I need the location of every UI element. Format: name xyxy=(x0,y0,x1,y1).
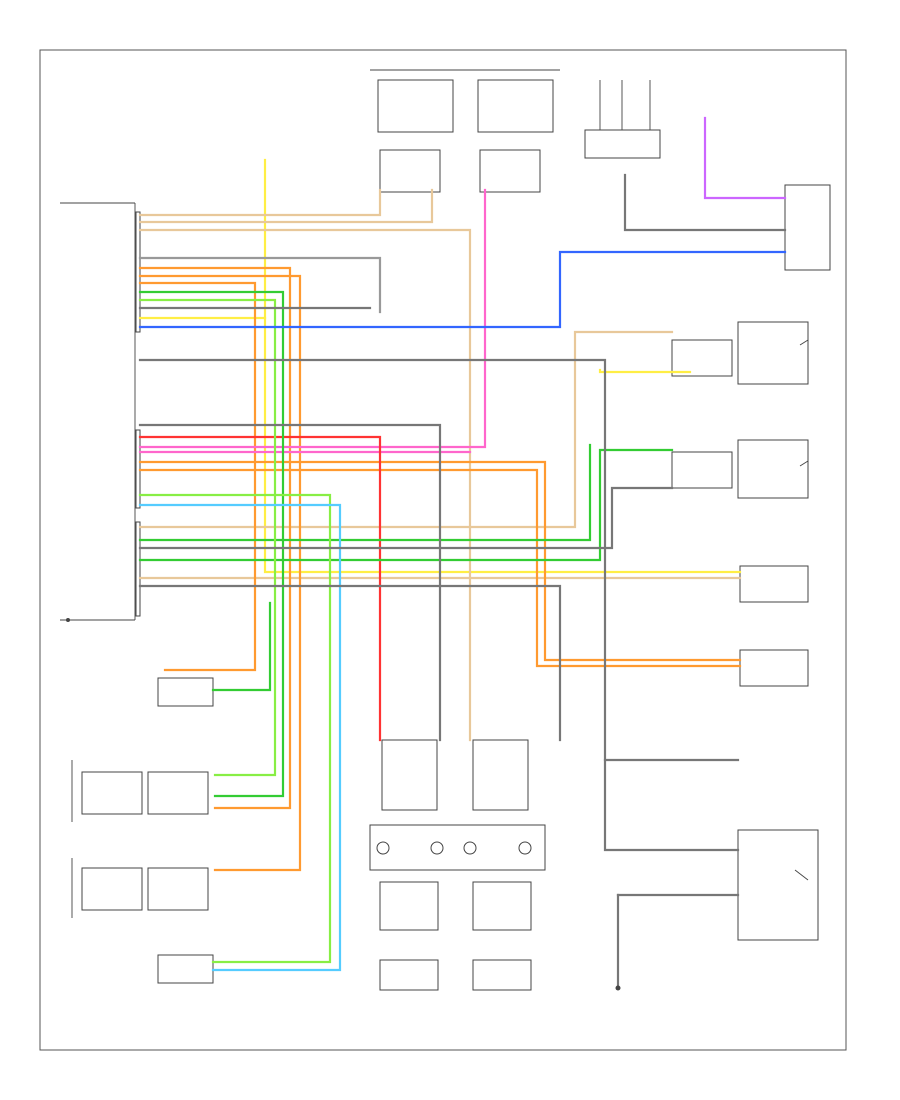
side-inflator-module xyxy=(369,739,546,991)
wire-tan xyxy=(138,188,382,217)
wire-gray xyxy=(138,256,382,314)
wire-green xyxy=(138,290,285,798)
diagram-frame xyxy=(39,49,847,1051)
left-side-sensors xyxy=(671,321,819,941)
wire-orange xyxy=(138,266,292,810)
control-module-connector xyxy=(60,202,141,621)
ground-icon xyxy=(615,985,621,991)
wire-blue xyxy=(138,250,787,329)
wire-red xyxy=(138,435,382,742)
front-inflatable-restraint-module xyxy=(370,69,560,193)
switch-contact-icon xyxy=(794,339,809,881)
instrument-panel-cluster xyxy=(584,80,661,159)
wire-violet xyxy=(703,116,787,200)
wire-light-green xyxy=(138,298,277,777)
wire-yellow xyxy=(263,158,742,574)
connector-icon xyxy=(66,618,70,622)
seat-belt-pretensioners xyxy=(71,677,214,984)
wire-pink xyxy=(138,188,487,449)
wire-light-blue xyxy=(138,503,342,972)
seat-position-sensor-box xyxy=(784,184,831,271)
